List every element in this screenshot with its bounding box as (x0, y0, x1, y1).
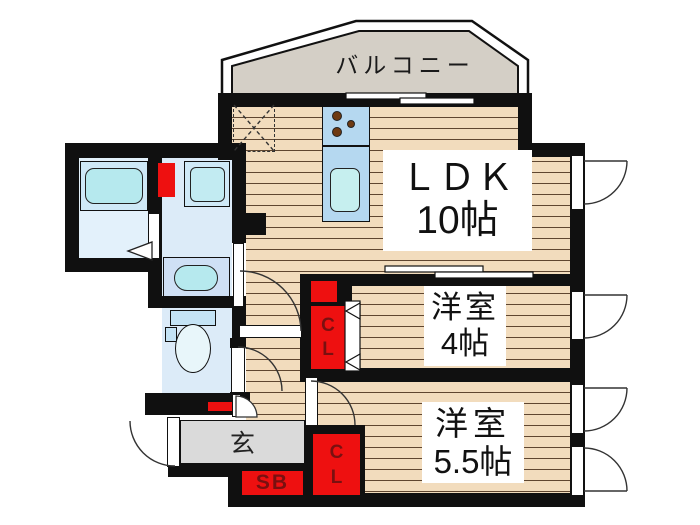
stove-burner-icon (332, 111, 342, 121)
kitchen-stove-divider (322, 145, 370, 147)
room4-name: 洋室 (431, 290, 499, 326)
wall (65, 143, 79, 272)
entrance-area: 玄 (180, 420, 305, 464)
kitchen-sink (330, 168, 360, 212)
wall (518, 143, 585, 157)
room55-door (305, 377, 318, 426)
casement-window-swings (583, 160, 628, 492)
wall (232, 158, 246, 243)
entrance-label: 玄 (229, 430, 255, 458)
stove-burner-icon (332, 127, 342, 137)
toilet-bowl (175, 324, 211, 373)
toilet-handle (165, 327, 177, 342)
wall (300, 368, 572, 382)
window-frame-ldk (571, 155, 584, 210)
hall-step-door (232, 394, 241, 417)
closet4-label: CL (321, 314, 335, 360)
bathroom-door (148, 213, 160, 259)
shoe-box: SB (242, 471, 303, 495)
washroom-door-open (239, 325, 302, 338)
room4-size: 4帖 (440, 326, 490, 361)
ldk-name: ＬＤＫ (400, 156, 515, 198)
bathtub-basin (85, 168, 143, 204)
ldk-label-box: ＬＤＫ 10帖 (383, 150, 532, 251)
wall (228, 493, 585, 507)
wall (218, 93, 530, 107)
washing-machine (190, 167, 225, 202)
room55-size: 5.5帖 (433, 442, 513, 480)
washroom-door-closed (233, 243, 244, 307)
closet55-label: CL (329, 441, 344, 488)
stove-burner-icon (347, 120, 355, 128)
closet55: CL (313, 434, 360, 495)
pipe-space (158, 163, 175, 197)
window-frame-room4 (571, 291, 584, 340)
toilet-door (231, 347, 245, 393)
ldk-size: 10帖 (416, 199, 499, 243)
window-frame-room55-a (571, 384, 584, 434)
room55-label-box: 洋室 5.5帖 (422, 402, 524, 483)
wall (65, 143, 246, 158)
closet4: CL (311, 306, 345, 369)
wall (65, 258, 160, 272)
wall (230, 338, 246, 348)
balcony-label: バルコニー (335, 52, 475, 78)
entrance-door (167, 417, 180, 467)
toilet-pipe-block (208, 402, 232, 411)
room4-label-box: 洋室 4帖 (424, 286, 506, 366)
wall (518, 93, 532, 157)
closet4-upper-block (311, 281, 337, 302)
shoe-box-label: SB (255, 471, 290, 494)
wall (246, 213, 266, 235)
window-frame-room55-b (571, 446, 584, 496)
wall (148, 296, 246, 308)
room55-name: 洋室 (435, 404, 511, 442)
vanity-sink (174, 265, 218, 291)
